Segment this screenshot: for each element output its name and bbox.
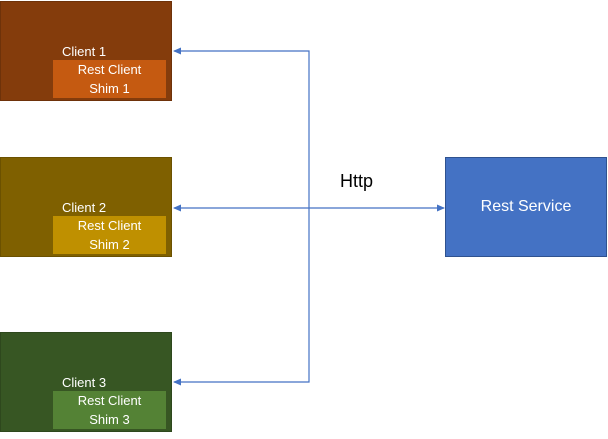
client-2-label: Client 2	[62, 200, 107, 215]
client-2-shim-line2: Shim 2	[89, 237, 130, 252]
client-1-shim-line2: Shim 1	[89, 81, 130, 96]
rest-service-box: Rest Service	[445, 157, 607, 257]
client-1-label: Client 1	[62, 44, 107, 59]
rest-service-label: Rest Service	[480, 198, 572, 215]
connector-client-3	[173, 208, 310, 386]
http-label: Http	[340, 171, 374, 191]
client-3-label: Client 3	[62, 375, 107, 390]
client-1-shim-line1: Rest Client	[77, 62, 142, 77]
client-3-shim-box: Rest Client Shim 3	[53, 391, 166, 429]
connector-client-1	[173, 47, 310, 208]
client-1-shim-box: Rest Client Shim 1	[53, 60, 166, 98]
client-2-shim-line1: Rest Client	[77, 218, 142, 233]
client-3-box: Client 3 Rest Client Shim 3	[0, 332, 172, 432]
client-3-shim-line2: Shim 3	[89, 412, 130, 427]
client-2-shim-box: Rest Client Shim 2	[53, 216, 166, 254]
client-2-box: Client 2 Rest Client Shim 2	[0, 157, 172, 257]
client-1-box: Client 1 Rest Client Shim 1	[0, 1, 172, 101]
client-3-shim-line1: Rest Client	[77, 393, 142, 408]
